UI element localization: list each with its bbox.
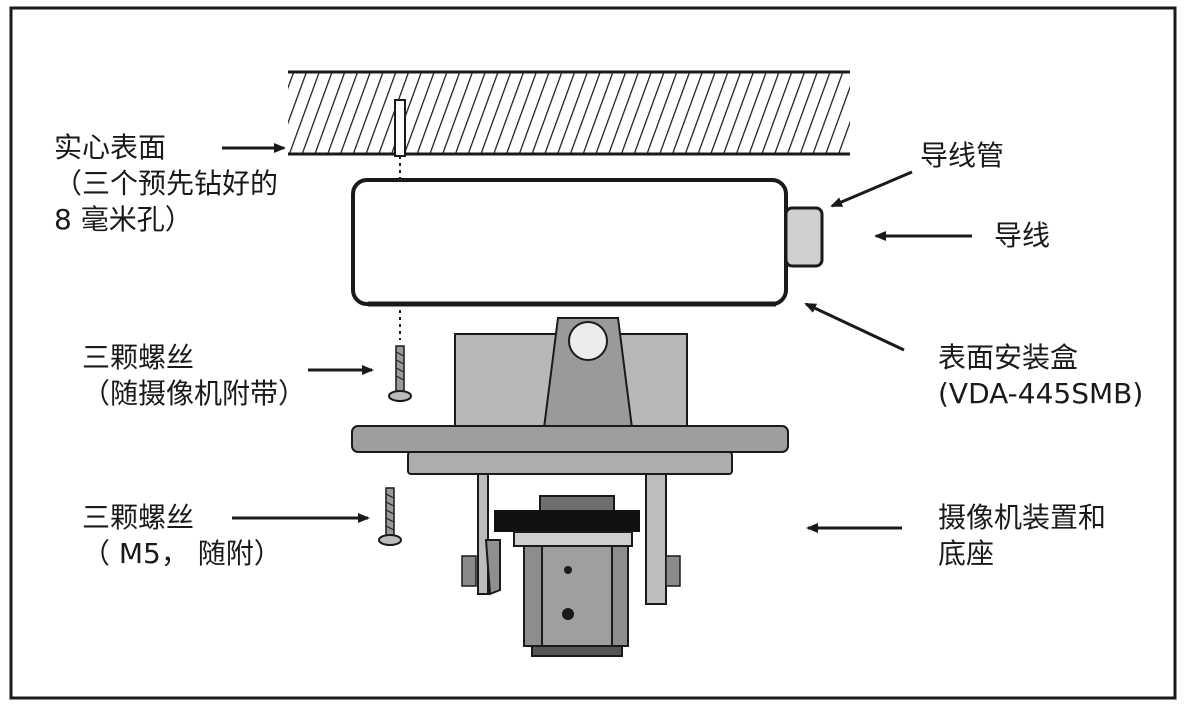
label-surface-mount-box: 表面安装盒 (VDA-445SMB) [938, 340, 1143, 412]
surface-mount-box [351, 178, 788, 307]
screw-m5 [378, 487, 402, 546]
label-surface-mount-box-line1: 表面安装盒 [938, 341, 1079, 374]
label-solid-surface-line3: 8 毫米孔） [54, 203, 193, 236]
label-conduit-text: 导线管 [920, 139, 1005, 172]
label-conduit: 导线管 [920, 138, 1004, 174]
label-wire-text: 导线 [994, 219, 1051, 252]
ceiling-surface [288, 70, 850, 157]
label-wire: 导线 [994, 218, 1050, 254]
label-screws-camera-line2: （随摄像机附带） [82, 377, 307, 410]
drilled-hole [394, 99, 406, 157]
camera-base-plate [351, 425, 789, 475]
label-camera-unit-base: 摄像机装置和 底座 [938, 500, 1106, 572]
label-screws-m5: 三颗螺丝 （ M5， 随附） [82, 500, 282, 572]
screw-camera-supplied [388, 345, 412, 402]
conduit-fitting [784, 206, 824, 268]
label-screws-m5-line1: 三颗螺丝 [82, 501, 195, 534]
label-camera-unit-base-line1: 摄像机装置和 [938, 501, 1107, 534]
label-solid-surface-line1: 实心表面 [54, 131, 167, 164]
camera-unit [461, 473, 681, 657]
label-surface-mount-box-line2: (VDA-445SMB) [938, 377, 1144, 410]
arrow-surface-mount-box [804, 302, 905, 352]
label-solid-surface: 实心表面 （三个预先钻好的 8 毫米孔） [54, 130, 278, 238]
label-camera-unit-base-line2: 底座 [938, 537, 995, 570]
label-screws-camera-line1: 三颗螺丝 [82, 341, 195, 374]
arrow-conduit [830, 170, 913, 208]
label-screws-m5-line2: （ M5， 随附） [82, 537, 282, 570]
label-solid-surface-line2: （三个预先钻好的 [54, 167, 279, 200]
label-screws-camera: 三颗螺丝 （随摄像机附带） [82, 340, 306, 412]
diagram-frame [9, 6, 1177, 700]
camera-mount-bracket [454, 317, 688, 431]
